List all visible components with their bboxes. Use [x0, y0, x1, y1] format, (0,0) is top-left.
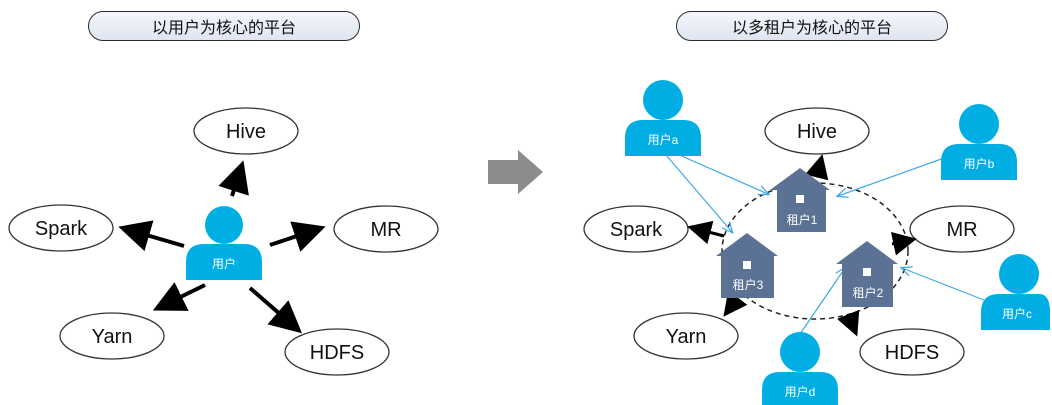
- arrow-user-to-hdfs: [248, 286, 303, 334]
- right-arrow-icon: [488, 150, 543, 194]
- left-diagram: Hive Spark MR Yarn HDFS 用户: [8, 107, 439, 376]
- node-hdfs-label: HDFS: [885, 342, 939, 364]
- user-a-person-icon: 用户a: [625, 80, 701, 156]
- tenant3-label: 租户3: [733, 277, 764, 292]
- arrow-user-a-to-tenant3: [665, 154, 732, 232]
- user-d-label: 用户d: [785, 384, 816, 399]
- arrow-tenant2-to-mr: [890, 231, 917, 256]
- node-yarn: Yarn: [633, 312, 739, 360]
- node-hive-label: Hive: [226, 121, 266, 143]
- node-mr-label: MR: [370, 219, 401, 241]
- user-c-label: 用户c: [1002, 306, 1032, 321]
- node-hdfs: HDFS: [859, 328, 965, 376]
- node-hdfs: HDFS: [284, 328, 390, 376]
- arrow-user-a-to-tenant1: [667, 149, 768, 194]
- node-spark: Spark: [8, 204, 114, 252]
- arrow-user-to-mr: [269, 221, 326, 252]
- arrow-tenant3-to-spark: [687, 220, 725, 245]
- node-yarn-label: Yarn: [92, 326, 133, 348]
- node-mr: MR: [909, 205, 1015, 253]
- node-spark-label: Spark: [35, 218, 88, 240]
- node-yarn: Yarn: [59, 312, 165, 360]
- arrow-user-to-hive: [218, 160, 249, 197]
- node-mr-label: MR: [946, 219, 977, 241]
- node-hive-label: Hive: [797, 121, 837, 143]
- tenant3-house-icon: 租户3: [716, 233, 778, 298]
- arrow-tenant3-to-yarn: [723, 290, 748, 317]
- user-c-person-icon: 用户c: [981, 254, 1050, 330]
- arrow-user-to-spark: [118, 220, 185, 252]
- node-spark: Spark: [583, 205, 689, 253]
- arrow-tenant1-to-hive: [804, 154, 829, 181]
- user-b-person-icon: 用户b: [941, 104, 1017, 180]
- node-hive: Hive: [193, 107, 299, 155]
- tenant1-label: 租户1: [787, 212, 818, 227]
- arrow-user-d-to-tenant2: [797, 268, 845, 338]
- arrow-user-b-to-tenant1: [838, 157, 945, 196]
- center-user-person-icon: 用户: [186, 206, 262, 280]
- node-yarn-label: Yarn: [666, 326, 707, 348]
- user-d-person-icon: 用户d: [762, 332, 838, 405]
- user-a-label: 用户a: [648, 132, 679, 147]
- user-b-label: 用户b: [964, 156, 995, 171]
- arrow-tenant2-to-hdfs: [837, 309, 860, 337]
- node-hive: Hive: [764, 107, 870, 155]
- center-user-label: 用户: [212, 256, 236, 271]
- arrow-user-c-to-tenant2: [902, 268, 985, 301]
- left-panel-title: 以用户为核心的平台: [88, 11, 360, 41]
- node-hdfs-label: HDFS: [310, 342, 364, 364]
- node-spark-label: Spark: [610, 219, 663, 241]
- right-panel-title: 以多租户为核心的平台: [676, 11, 948, 41]
- node-mr: MR: [333, 205, 439, 253]
- arrow-user-to-yarn: [152, 282, 206, 311]
- tenant2-label: 租户2: [853, 285, 884, 300]
- tenant2-house-icon: 租户2: [836, 241, 898, 307]
- tenant1-house-icon: 租户1: [770, 168, 830, 232]
- right-diagram: Hive Spark MR Yarn HDFS: [583, 80, 1050, 405]
